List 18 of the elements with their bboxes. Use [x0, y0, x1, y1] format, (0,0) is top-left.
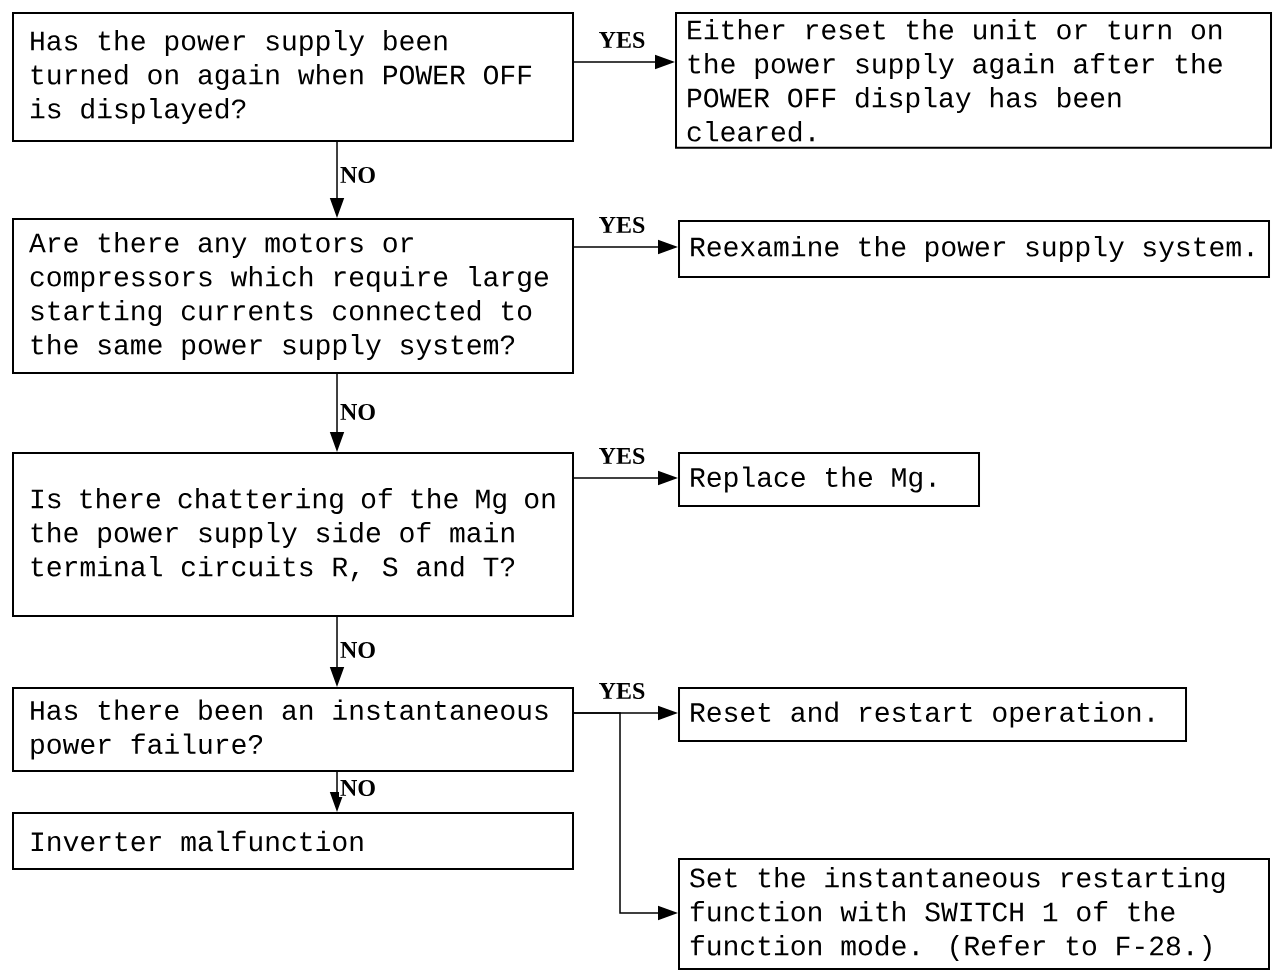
- process-box: Either reset the unit or turn on the power supply again after the POWER OFF display has been cleared.: [675, 12, 1272, 149]
- edge-label: YES: [597, 681, 647, 701]
- process-box: Set the instantaneous restarting function with SWITCH 1 of the function mode. (Refer to F-28.): [678, 858, 1270, 970]
- process-box: Reset and restart operation.: [678, 687, 1187, 742]
- edge-label: YES: [597, 215, 647, 235]
- edge-label: NO: [339, 778, 377, 798]
- process-box: Replace the Mg.: [678, 452, 980, 507]
- process-box: Has the power supply been turned on again when POWER OFF is displayed?: [12, 12, 574, 142]
- edge-label: YES: [597, 30, 647, 50]
- edge-label: NO: [339, 165, 377, 185]
- process-box: Has there been an instantaneous power failure?: [12, 687, 574, 772]
- edge-label: NO: [339, 640, 377, 660]
- edge-label: YES: [597, 446, 647, 466]
- process-box: Reexamine the power supply system.: [678, 220, 1270, 278]
- process-box: Inverter malfunction: [12, 812, 574, 870]
- edge-label: NO: [339, 402, 377, 422]
- process-box: Is there chattering of the Mg on the power supply side of main terminal circuits R, S and T?: [12, 452, 574, 617]
- process-box: Are there any motors or compressors which require large starting currents connected to the same power supply system?: [12, 218, 574, 374]
